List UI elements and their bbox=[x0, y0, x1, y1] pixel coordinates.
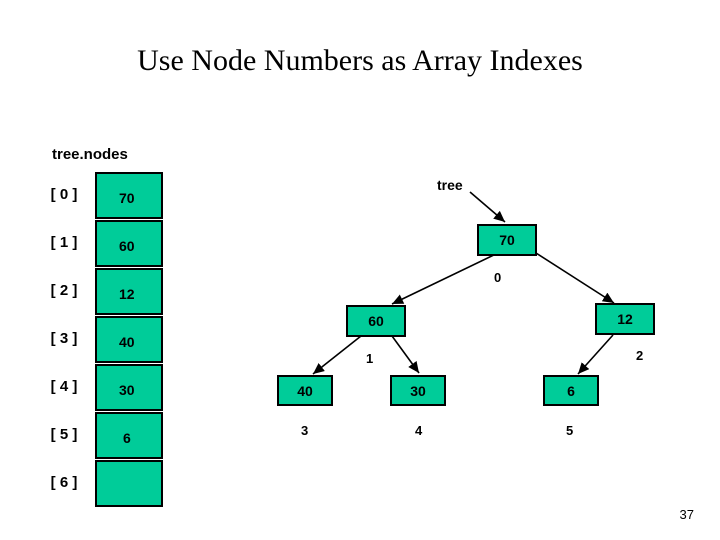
tree-label: tree bbox=[437, 177, 463, 193]
array-cell-0: 70 bbox=[95, 172, 163, 219]
array-index-4: [ 4 ] bbox=[50, 378, 78, 395]
array-cell-1: 60 bbox=[95, 220, 163, 267]
array-cell-value-3: 40 bbox=[119, 333, 135, 350]
array-cell-value-0: 70 bbox=[119, 189, 135, 206]
tree-node-number-1: 1 bbox=[366, 351, 374, 366]
tree-node-6: 6 bbox=[543, 375, 599, 406]
array-cell-2: 12 bbox=[95, 268, 163, 315]
array-label: tree.nodes bbox=[52, 146, 128, 163]
tree-node-number-0: 0 bbox=[494, 270, 502, 285]
array-cell-5: 6 bbox=[95, 412, 163, 459]
tree-node-value-6: 6 bbox=[567, 382, 575, 399]
array-index-2: [ 2 ] bbox=[50, 282, 78, 299]
tree-node-40: 40 bbox=[277, 375, 333, 406]
array-cell-value-2: 12 bbox=[119, 285, 135, 302]
page-number: 37 bbox=[679, 507, 694, 522]
tree-node-number-4: 4 bbox=[415, 423, 423, 438]
tree-node-number-2: 2 bbox=[636, 348, 644, 363]
tree-node-value-60: 60 bbox=[368, 313, 384, 329]
array-cell-value-5: 6 bbox=[123, 429, 131, 446]
tree-node-12: 12 bbox=[595, 303, 655, 335]
tree-node-value-40: 40 bbox=[297, 382, 313, 399]
array-cell-value-1: 60 bbox=[119, 237, 135, 254]
array-index-3: [ 3 ] bbox=[50, 330, 78, 347]
tree-node-value-30: 30 bbox=[410, 382, 426, 399]
array-cell-3: 40 bbox=[95, 316, 163, 363]
array-index-1: [ 1 ] bbox=[50, 234, 78, 251]
array-cell-value-4: 30 bbox=[119, 381, 135, 398]
tree-node-value-12: 12 bbox=[617, 311, 633, 327]
array-index-0: [ 0 ] bbox=[50, 186, 78, 203]
tree-node-number-5: 5 bbox=[566, 423, 574, 438]
tree-node-value-70: 70 bbox=[499, 232, 515, 248]
tree-node-70: 70 bbox=[477, 224, 537, 256]
tree-node-number-3: 3 bbox=[301, 423, 309, 438]
array-cell-6 bbox=[95, 460, 163, 507]
array-cell-value-6 bbox=[97, 462, 165, 509]
tree-node-60: 60 bbox=[346, 305, 406, 337]
page-title: Use Node Numbers as Array Indexes bbox=[137, 44, 583, 77]
array-cell-4: 30 bbox=[95, 364, 163, 411]
array-index-5: [ 5 ] bbox=[50, 426, 78, 443]
tree-node-30: 30 bbox=[390, 375, 446, 406]
array-index-6: [ 6 ] bbox=[50, 474, 78, 491]
